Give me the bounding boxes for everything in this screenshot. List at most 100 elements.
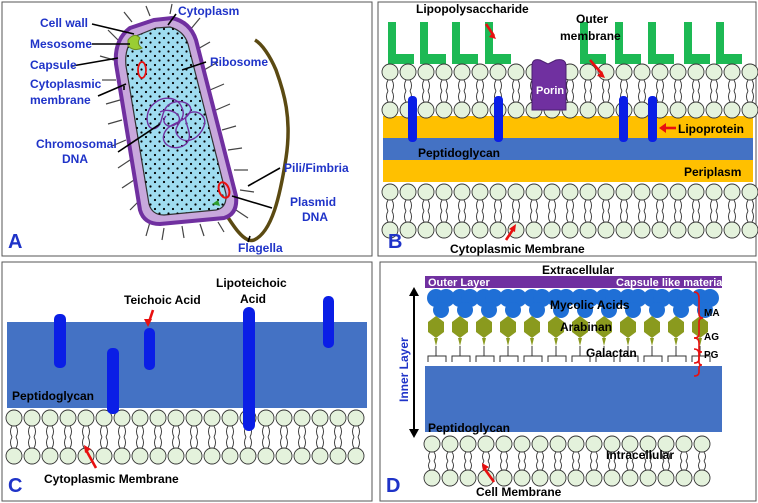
pilus bbox=[123, 11, 133, 23]
lipid-tail bbox=[656, 199, 664, 212]
lipid-tail bbox=[154, 425, 162, 438]
lipid-head bbox=[615, 63, 633, 81]
lipid-head bbox=[435, 101, 453, 119]
lipid-head bbox=[347, 409, 365, 427]
lipid-tail bbox=[334, 425, 342, 438]
lipoprotein-2 bbox=[494, 96, 503, 142]
lipid-head bbox=[131, 409, 149, 427]
lipid-head bbox=[549, 435, 567, 453]
pilus bbox=[107, 29, 119, 41]
lipid-tail bbox=[208, 436, 216, 449]
lipid-head bbox=[579, 221, 597, 239]
lipid-tail bbox=[316, 425, 324, 438]
c-cytoplasmic-arrow bbox=[84, 449, 98, 469]
cell-membrane-arrow bbox=[482, 467, 496, 483]
mycolic-acid bbox=[601, 302, 617, 318]
lipid-head bbox=[651, 183, 669, 201]
lipid-head bbox=[113, 409, 131, 427]
lipid-tail bbox=[298, 436, 306, 449]
arabinan-stem bbox=[530, 338, 534, 346]
lipid-head bbox=[687, 221, 705, 239]
lipid-head bbox=[185, 409, 203, 427]
arabinan-unit bbox=[500, 316, 516, 338]
lipid-head bbox=[567, 469, 585, 487]
lipid-head bbox=[77, 409, 95, 427]
lipid-head bbox=[531, 435, 549, 453]
lipid-tail bbox=[680, 451, 688, 462]
lipid-head bbox=[275, 447, 293, 465]
lipid-head bbox=[741, 101, 758, 119]
lipid-head bbox=[311, 409, 329, 427]
arabinan-stem bbox=[434, 338, 438, 346]
lipid-tail bbox=[386, 90, 394, 103]
outer-layer-label: Outer Layer bbox=[428, 277, 490, 289]
lipid-tail bbox=[118, 425, 126, 438]
lipid-head bbox=[23, 447, 41, 465]
pilus bbox=[107, 119, 123, 125]
lipid-head bbox=[495, 435, 513, 453]
lipid-head bbox=[23, 409, 41, 427]
arabinan-unit bbox=[476, 316, 492, 338]
lipid-head bbox=[495, 469, 513, 487]
galactan-link bbox=[460, 355, 471, 362]
lipid-head bbox=[603, 469, 621, 487]
lipid-head bbox=[381, 101, 399, 119]
galactan-link bbox=[436, 355, 447, 362]
lipid-tail bbox=[608, 451, 616, 462]
arabinan-unit bbox=[644, 316, 660, 338]
lipid-tail bbox=[352, 436, 360, 449]
lipid-tail bbox=[512, 210, 520, 223]
lipid-tail bbox=[572, 460, 580, 471]
lipid-tail bbox=[554, 460, 562, 471]
lipid-tail bbox=[674, 210, 682, 223]
lipid-head bbox=[669, 63, 687, 81]
lipid-tail bbox=[422, 210, 430, 223]
panel-a: Cell wall Cytoplasm Mesosome Capsule Cyt… bbox=[1, 1, 373, 257]
c-cytoplasmic-membrane-label: Cytoplasmic Membrane bbox=[44, 472, 179, 486]
lipid-head bbox=[675, 435, 693, 453]
lipid-head bbox=[687, 101, 705, 119]
lipid-head bbox=[657, 469, 675, 487]
lipid-head bbox=[149, 447, 167, 465]
lps-molecule bbox=[580, 22, 606, 64]
galactan-link bbox=[499, 346, 509, 362]
lipid-tail bbox=[680, 460, 688, 471]
lipid-head bbox=[311, 447, 329, 465]
lipoprotein-1 bbox=[408, 96, 417, 142]
b-peptidoglycan-label: Peptidoglycan bbox=[418, 146, 500, 160]
lipid-tail bbox=[656, 210, 664, 223]
lipid-head bbox=[417, 183, 435, 201]
lipid-head bbox=[513, 469, 531, 487]
panel-d-letter: D bbox=[386, 475, 400, 497]
pilus bbox=[215, 103, 231, 111]
lipid-head bbox=[221, 409, 239, 427]
porin bbox=[531, 59, 567, 111]
lipid-head bbox=[59, 409, 77, 427]
lipid-head bbox=[525, 183, 543, 201]
arabinan-stem bbox=[602, 338, 606, 346]
cell-wall-label: Cell wall bbox=[40, 16, 88, 30]
lps-molecule bbox=[388, 22, 414, 64]
lipid-head bbox=[723, 63, 741, 81]
lipid-tail bbox=[428, 451, 436, 462]
plasmid-label-1: Plasmid bbox=[290, 195, 336, 209]
lps-label: Lipopolysaccharide bbox=[416, 2, 529, 16]
lipid-tail bbox=[512, 79, 520, 92]
lipid-tail bbox=[100, 425, 108, 438]
lipid-tail bbox=[638, 199, 646, 212]
lipid-tail bbox=[404, 199, 412, 212]
lipid-tail bbox=[518, 460, 526, 471]
plasmid-label-2: DNA bbox=[302, 210, 328, 224]
lipid-tail bbox=[482, 451, 490, 462]
lipid-tail bbox=[190, 436, 198, 449]
lipid-tail bbox=[638, 90, 646, 103]
lipid-head bbox=[453, 183, 471, 201]
lipid-tail bbox=[608, 460, 616, 471]
lipid-tail bbox=[494, 210, 502, 223]
lipid-head bbox=[149, 409, 167, 427]
lipid-head bbox=[435, 183, 453, 201]
lipid-head bbox=[621, 435, 639, 453]
lipid-head bbox=[705, 63, 723, 81]
lipid-tail bbox=[190, 425, 198, 438]
lipid-head bbox=[329, 409, 347, 427]
